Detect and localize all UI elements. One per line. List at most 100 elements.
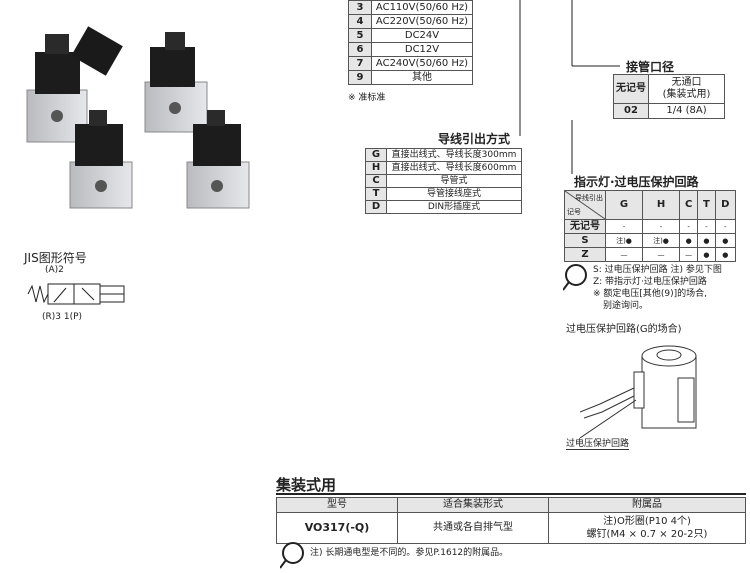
pipe-port-value-02: 1/4 (8A) — [648, 103, 725, 119]
valve-photo-2 — [144, 32, 208, 133]
indicator-cell: - — [714, 219, 737, 234]
manifold-accessory-screw: 螺钉(M4 × 0.7 × 20-2只) — [586, 529, 708, 540]
valve-product-photos — [26, 26, 250, 209]
voltage-code: 6 — [348, 42, 372, 57]
manifold-table: 型号 适合集装形式 附属品 VO317(-Q) 共通或各自排气型 注)O形圈(P… — [276, 497, 746, 544]
indicator-row: Z———●● — [564, 247, 737, 262]
indicator-code: Z — [564, 247, 606, 262]
pipe-port-leader-line — [571, 0, 620, 67]
voltage-value: AC240V(50/60 Hz) — [371, 56, 473, 71]
voltage-value: DC12V — [371, 42, 473, 57]
voltage-code: 5 — [348, 28, 372, 43]
voltage-code: 3 — [348, 0, 372, 15]
manifold-accessory-oring: 注)O形圈(P10 4个) — [603, 516, 691, 527]
lead-wire-title: 导线引出方式 — [438, 132, 511, 146]
indicator-cell: — — [605, 247, 643, 262]
indicator-code: 无记号 — [564, 219, 606, 234]
indicator-cell: 注)● — [605, 233, 643, 248]
indicator-cell: ● — [714, 247, 737, 262]
pipe-port-table: 无记号 无通口 (集装式用) 02 1/4 (8A) — [613, 74, 725, 119]
magnifier-icon — [563, 264, 587, 291]
voltage-value: AC110V(50/60 Hz) — [371, 0, 473, 15]
circuit-callout: 过电压保护回路 — [566, 436, 630, 450]
indicator-corner-bottom: 记号 — [567, 208, 581, 216]
manifold-note: 注) 长期通电型是不同的。参见P.1612的附属品。 — [310, 548, 509, 558]
lead-wire-code: G — [365, 148, 387, 162]
coil-diagram-icon — [580, 345, 697, 439]
circuit-title: 过电压保护回路(G的场合) — [566, 324, 682, 335]
indicator-cell: - — [697, 219, 716, 234]
indicator-note-other: ※ 额定电压[其他(9)]的场合, — [593, 289, 708, 299]
indicator-cell: - — [605, 219, 643, 234]
pipe-port-title: 接管口径 — [626, 60, 675, 74]
jis-title: JIS图形符号 — [24, 251, 87, 265]
jis-symbol-icon — [27, 283, 125, 305]
lead-wire-value: 导管式 — [386, 174, 522, 188]
lead-wire-value: 直接出线式、导线长度600mm — [386, 161, 522, 175]
indicator-cell: — — [642, 247, 680, 262]
indicator-row: 无记号----- — [564, 219, 737, 234]
manifold-model: VO317(-Q) — [276, 512, 398, 544]
magnifier-icon-2 — [280, 542, 304, 569]
voltage-code: 7 — [348, 56, 372, 71]
indicator-corner-cell: 导线引出 记号 — [564, 190, 606, 220]
valve-photo-1 — [26, 26, 123, 143]
lead-wire-code: D — [365, 200, 387, 214]
lead-wire-value: 导管接线座式 — [386, 187, 522, 201]
indicator-cell: 注)● — [642, 233, 680, 248]
lead-wire-code: H — [365, 161, 387, 175]
voltage-leader-line — [519, 0, 521, 136]
voltage-value: AC220V(50/60 Hz) — [371, 14, 473, 29]
jis-label-top: (A)2 — [45, 265, 64, 275]
voltage-code: 9 — [348, 70, 372, 85]
indicator-note-z: Z: 带指示灯·过电压保护回路 — [593, 277, 707, 287]
indicator-note-other-2: 别途询问。 — [603, 301, 649, 311]
valve-photo-3 — [69, 110, 133, 209]
indicator-notes: S: 过电压保护回路 注) 参见下图 Z: 带指示灯·过电压保护回路 ※ 额定电… — [593, 264, 722, 312]
voltage-value: DC24V — [371, 28, 473, 43]
indicator-col-h: H — [642, 190, 680, 220]
lead-wire-value: DIN形插座式 — [386, 200, 522, 214]
indicator-col-d: D — [714, 190, 737, 220]
indicator-cell: - — [642, 219, 680, 234]
lead-wire-value: 直接出线式、导线长度300mm — [386, 148, 522, 162]
voltage-footnote: ※ 准标准 — [348, 93, 386, 103]
lead-wire-code: C — [365, 174, 387, 188]
indicator-cell: ● — [697, 233, 716, 248]
lead-wire-code: T — [365, 187, 387, 201]
indicator-cell: ● — [714, 233, 737, 248]
voltage-value: 其他 — [371, 70, 473, 85]
pipe-port-code-02: 02 — [613, 103, 649, 119]
indicator-cell: - — [678, 219, 699, 234]
valve-photo-4 — [186, 110, 250, 209]
manifold-title: 集装式用 — [276, 476, 337, 494]
jis-label-bottom: (R)3 1(P) — [42, 312, 83, 322]
manifold-accessories: 注)O形圈(P10 4个) 螺钉(M4 × 0.7 × 20-2只) — [548, 512, 746, 544]
manifold-type: 共通或各自排气型 — [397, 512, 549, 544]
indicator-col-t: T — [697, 190, 716, 220]
voltage-code: 4 — [348, 14, 372, 29]
indicator-note-s: S: 过电压保护回路 注) 参见下图 — [593, 265, 722, 275]
pipe-port-code-blank: 无记号 — [613, 74, 649, 104]
manifold-header-type: 适合集装形式 — [397, 497, 549, 513]
pipe-port-value-blank: 无通口 (集装式用) — [648, 74, 725, 104]
indicator-cell: — — [678, 247, 699, 262]
manifold-header-model: 型号 — [276, 497, 398, 513]
indicator-title: 指示灯·过电压保护回路 — [574, 175, 699, 189]
indicator-cell: ● — [678, 233, 699, 248]
